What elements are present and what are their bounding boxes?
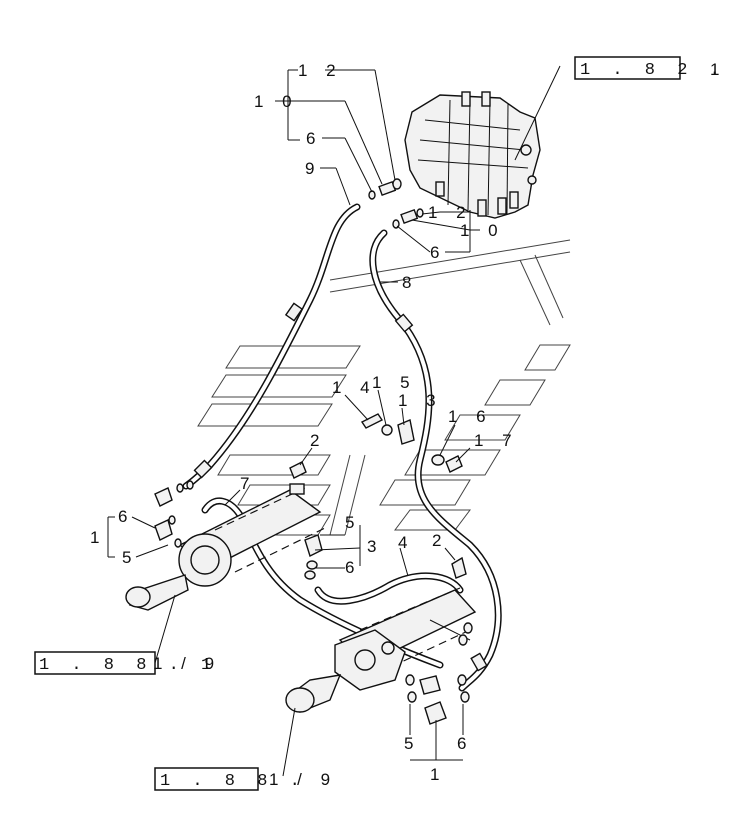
callout-2-left: 2	[310, 431, 326, 450]
callout-12-valve: 1 2	[428, 203, 473, 222]
o-ring-top-2	[368, 190, 376, 200]
bolt-14	[360, 413, 384, 429]
plug-2-left	[289, 461, 307, 479]
elbow-fitting-bottom-1	[419, 675, 441, 695]
callout-17: 1 7	[474, 431, 519, 450]
callout-5-mid: 5	[345, 513, 361, 532]
hydraulic-cylinder-left	[125, 483, 326, 611]
reference-mid-suffix: 1 / 9	[153, 654, 221, 673]
leader-lines	[107, 65, 561, 777]
callout-10-top: 1 0	[254, 92, 299, 111]
callout-7: 7	[240, 474, 256, 493]
callout-6-left: 6	[118, 507, 134, 526]
elbow-fitting-valve	[400, 208, 419, 224]
reference-mid-label: 1 . 8 8 . 1	[39, 656, 217, 675]
washer-15	[381, 424, 393, 436]
callout-1-left: 1	[90, 528, 106, 547]
callout-13: 1 3	[398, 391, 443, 410]
reference-box-bottom	[154, 767, 259, 791]
callout-9: 9	[305, 159, 321, 178]
callout-6-valve: 6	[430, 243, 446, 262]
washer-16	[431, 454, 445, 466]
hydraulic-cylinder-bottom	[285, 587, 477, 713]
elbow-fitting-bottom-2	[424, 701, 447, 725]
control-valve-block	[404, 91, 541, 219]
o-ring-top-1	[392, 178, 402, 190]
hose-4	[314, 572, 464, 605]
reference-box-mid	[34, 651, 156, 675]
callout-6-mid: 6	[345, 558, 361, 577]
callout-10-valve: 1 0	[460, 221, 505, 240]
hose-9	[182, 203, 361, 490]
connector-3	[304, 534, 323, 557]
reference-top-suffix: 1	[710, 60, 726, 79]
elbow-fitting-left-lower	[154, 519, 173, 541]
plug-2-right	[451, 556, 467, 579]
elbow-fitting-left-upper	[154, 487, 173, 507]
reference-top-label: 1 . 8 2 . 6	[580, 61, 740, 80]
hose-8	[369, 229, 502, 692]
callout-5-bottom: 5	[404, 734, 420, 753]
callout-2-right: 2	[432, 531, 448, 550]
callout-5-left: 5	[122, 548, 138, 567]
callout-16: 1 6	[448, 407, 493, 426]
callout-1-bottom: 1	[430, 765, 446, 784]
reference-bottom: 1 . 8 8 . 1 / 9	[154, 767, 337, 791]
reference-top: 1 . 8 2 . 6 1	[574, 56, 740, 80]
callout-14: 1 4	[332, 378, 377, 397]
callout-8: 8	[402, 273, 418, 292]
callout-6-bottom: 6	[457, 734, 473, 753]
fittings	[154, 178, 473, 725]
o-ring-valve-1	[416, 208, 424, 218]
reference-bottom-label: 1 . 8 8 .	[160, 772, 306, 791]
clamp-13	[397, 419, 415, 445]
callout-4: 4	[398, 533, 414, 552]
reference-bottom-suffix: 1 / 9	[269, 770, 337, 789]
callout-6-top: 6	[306, 129, 322, 148]
callout-labels: 1 2 1 0 6 9 1 2 1 0 6 8 1 4 1 5 1 3 1 6 …	[90, 61, 519, 784]
reference-box-top	[574, 56, 681, 80]
callout-3: 3	[367, 537, 383, 556]
reference-mid: 1 . 8 8 . 1 1 / 9	[34, 651, 221, 675]
callout-12-top: 1 2	[298, 61, 343, 80]
callout-15: 1 5	[372, 373, 417, 392]
